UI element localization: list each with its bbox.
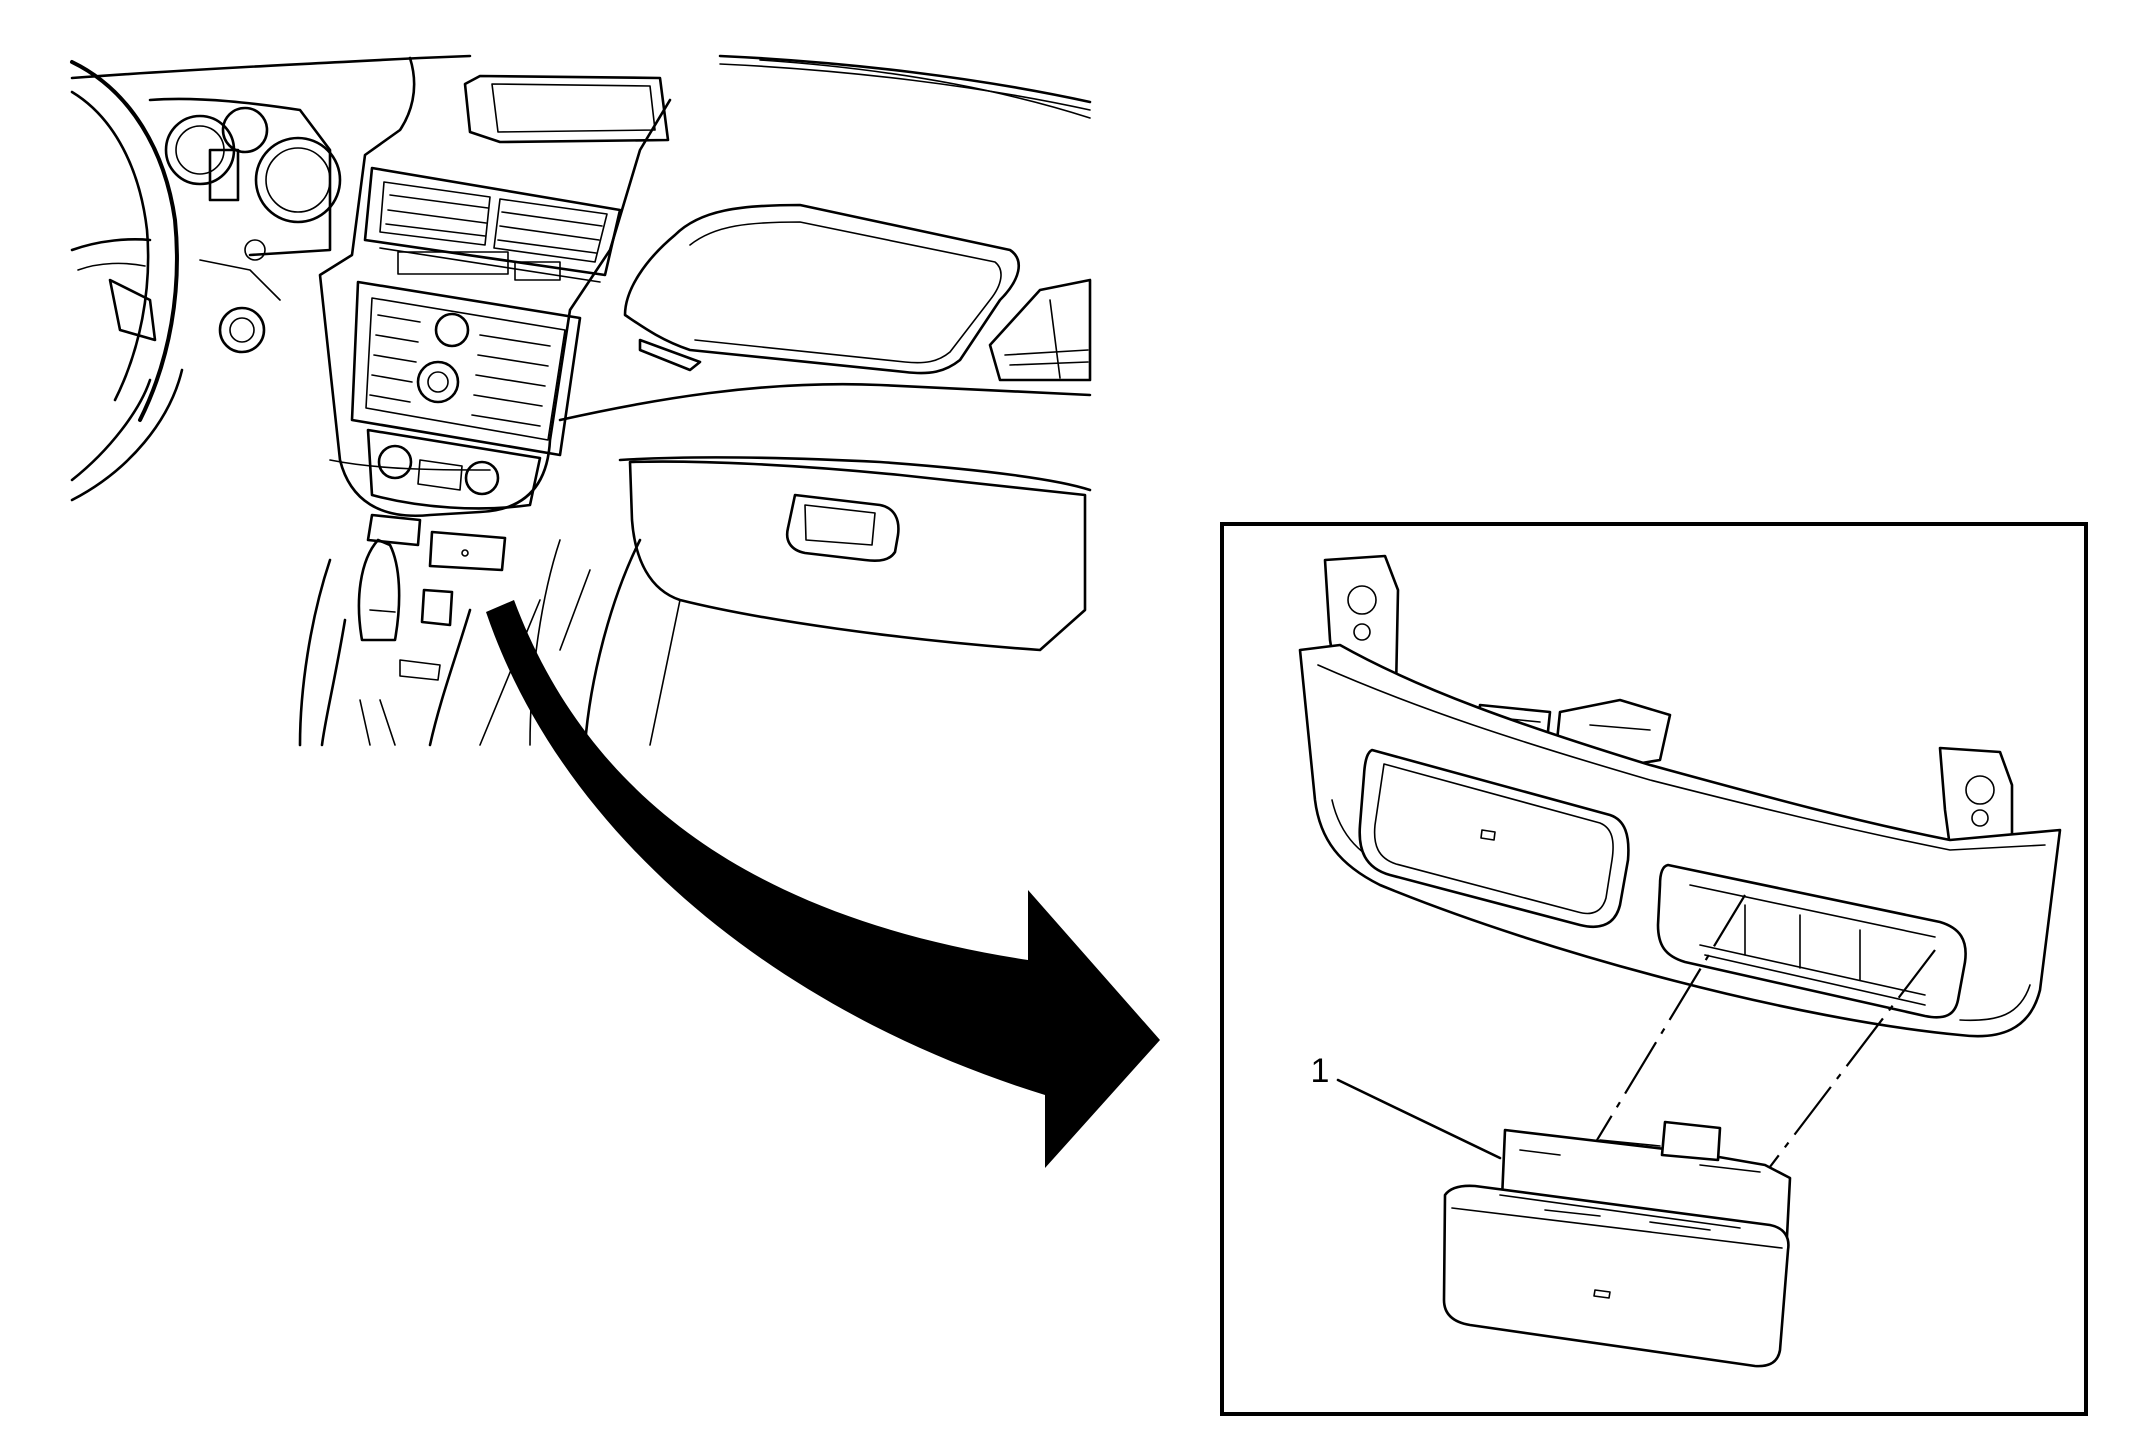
storage-compartment <box>1442 1120 1792 1368</box>
dashboard-overview <box>70 54 1092 747</box>
climate-controls <box>366 428 542 510</box>
steering-wheel <box>70 60 184 502</box>
console-trim-plate <box>1298 554 2062 1038</box>
radio-panel <box>350 280 582 457</box>
storage-compartment-location <box>366 513 507 572</box>
alignment-lines <box>1587 894 1936 1181</box>
pointer-arrow <box>486 600 1160 1168</box>
passenger-dashboard <box>558 203 1092 492</box>
callout-leader-1 <box>1336 1078 1502 1160</box>
glove-box <box>479 460 1087 747</box>
center-stack <box>318 56 672 518</box>
callout-label-1: 1 <box>1311 1052 1330 1090</box>
center-air-vents <box>363 166 622 283</box>
top-display <box>463 74 670 144</box>
detail-inset: 1 <box>1220 522 2088 1416</box>
dashboard-top <box>70 54 1092 119</box>
instrument-cluster <box>148 97 342 354</box>
gear-shifter <box>298 538 472 747</box>
